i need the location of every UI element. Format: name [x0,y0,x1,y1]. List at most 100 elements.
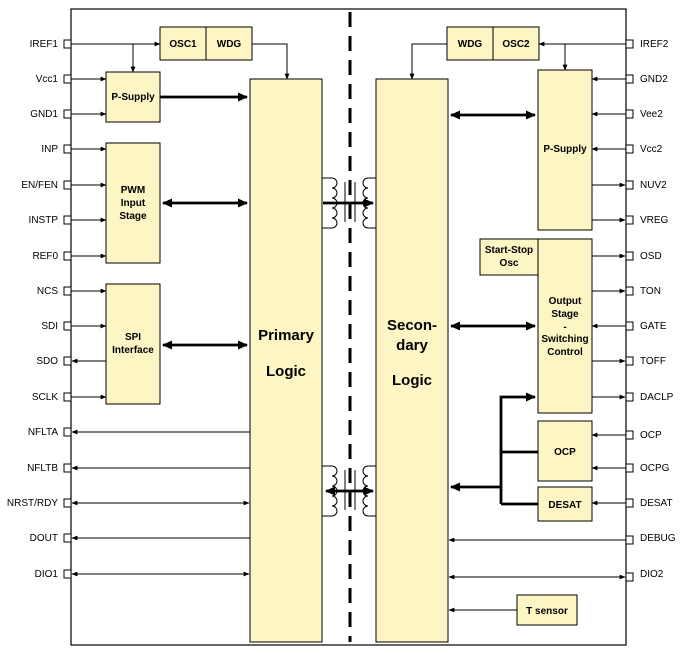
fault-bus-to-output [499,392,536,487]
pin-nfltb [63,463,72,473]
secondary-logic-block [375,78,449,643]
pwm-label-3: Stage [119,211,147,222]
pin-label-toff: TOFF [640,356,666,367]
pin-label-instp: INSTP [29,215,59,226]
pwm-block [105,142,161,264]
pin-label-gate: GATE [640,321,667,332]
pin-label-desat: DESAT [640,498,673,509]
pin-label-nflta: NFLTA [28,427,59,438]
pin-label-iref1: IREF1 [30,39,59,50]
pin-label-dout: DOUT [30,533,58,544]
pin-sclk [63,392,72,402]
tsensor-label: T sensor [526,606,568,617]
secondary-logic-label-2: dary [396,337,428,354]
pin-label-nuv2: NUV2 [640,180,667,191]
pin-vcc2 [625,144,634,154]
pwm-label-1: PWM [121,185,145,196]
pin-sdi [63,321,72,331]
tsensor-block [516,594,578,626]
pin-label-ncs: NCS [37,286,58,297]
pin-debug [625,535,634,545]
pin-ref0 [63,251,72,261]
wdg1-label: WDG [217,39,242,50]
pin-dio1 [63,569,72,579]
pin-gnd2 [625,74,634,84]
right-pin-squares [625,39,634,582]
pwm-label-2: Input [121,198,146,209]
pin-label-nfltb: NFLTB [27,463,58,474]
pin-vcc1 [63,74,72,84]
secondary-logic-label-3: Logic [392,372,432,389]
pin-label-sdi: SDI [41,321,58,332]
pin-label-dio2: DIO2 [640,569,664,580]
pin-label-gnd1: GND1 [30,109,58,120]
desat-label: DESAT [548,500,581,511]
pin-daclp [625,392,634,402]
pin-label-daclp: DACLP [640,392,674,403]
pin-gnd1 [63,109,72,119]
pin-label-inp: INP [41,144,58,155]
psupply2-block [537,69,593,231]
startstop-label-1: Start-Stop [485,245,533,256]
pin-ocpg [625,463,634,473]
pin-inp [63,144,72,154]
pin-label-ref0: REF0 [32,251,58,262]
output-label-1: Output [549,296,582,307]
pin-label-gnd2: GND2 [640,74,668,85]
pin-vreg [625,215,634,225]
pin-label-dio1: DIO1 [35,569,59,580]
primary-logic-label-1: Primary [258,327,315,344]
wdg2-label: WDG [458,39,483,50]
pin-osd [625,251,634,261]
pin-dout [63,533,72,543]
wdg1-to-primary-line [252,43,290,80]
desat-block [537,486,593,522]
ocp-block [537,420,593,482]
osc1-label: OSC1 [169,39,197,50]
isolation-transformer-lower [322,465,376,517]
pin-label-iref2: IREF2 [640,39,669,50]
pin-iref1 [63,39,72,49]
pin-label-vcc2: Vcc2 [640,144,663,155]
primary-logic-block [249,78,323,643]
pin-nflta [63,427,72,437]
pin-ocp [625,430,634,440]
pin-label-vcc1: Vcc1 [36,74,59,85]
pin-ncs [63,286,72,296]
pin-label-sclk: SCLK [32,392,58,403]
pin-label-nrst-rdy: NRST/RDY [7,498,58,509]
pin-nrst-rdy [63,498,72,508]
pin-nuv2 [625,180,634,190]
psupply1-label: P-Supply [111,92,155,103]
wdg1-block [205,26,253,61]
osc2-label: OSC2 [502,39,530,50]
output-label-2: Stage [551,309,579,320]
pin-desat [625,498,634,508]
secondary-logic-label-1: Secon- [387,317,437,334]
spi-label-1: SPI [125,332,141,343]
output-label-5: Control [547,347,583,358]
spi-label-2: Interface [112,345,154,356]
pin-label-ocp: OCP [640,430,662,441]
primary-logic-label-2: Logic [266,363,306,380]
pin-label-en-fen: EN/FEN [21,180,58,191]
output-stage-block [537,238,593,414]
pin-label-ton: TON [640,286,661,297]
pin-en-fen [63,180,72,190]
isolation-transformer-upper [322,177,376,229]
pin-dio2 [625,572,634,582]
pin-instp [63,215,72,225]
pin-label-osd: OSD [640,251,662,262]
wdg2-block [446,26,494,61]
pin-vee2 [625,109,634,119]
wdg2-to-secondary-line [409,43,447,80]
pin-sdo [63,356,72,366]
pin-toff [625,356,634,366]
pin-label-vee2: Vee2 [640,109,663,120]
pin-gate [625,321,634,331]
pin-iref2 [625,39,634,49]
ocp-label: OCP [554,447,576,458]
pin-label-sdo: SDO [36,356,58,367]
output-label-4: Switching [541,334,588,345]
